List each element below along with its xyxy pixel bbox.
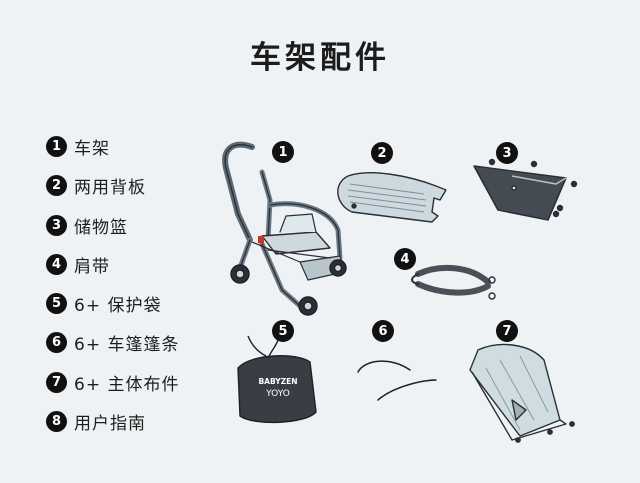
legend-item-canopy-rods: 6 6+ 车篷篷条: [46, 330, 179, 355]
legend-number-badge: 8: [46, 411, 67, 433]
legend-label: 车架: [74, 139, 110, 159]
legend-number-badge: 6: [46, 332, 67, 354]
page-title: 车架配件: [250, 40, 390, 76]
legend-number-badge: 4: [46, 253, 67, 275]
legend-item-bag: 5 6+ 保护袋: [46, 291, 179, 316]
badge-bag: 5: [272, 320, 294, 342]
bag-brand-text: BABYZEN: [258, 377, 297, 386]
protective-bag-drawing: BABYZEN YOYO: [237, 335, 317, 424]
badge-canopy-rods: 6: [372, 320, 394, 342]
seat-fabric-drawing: [469, 343, 575, 443]
legend-item-strap: 4 肩带: [46, 252, 179, 277]
legend-item-basket: 3 储物篮: [46, 213, 179, 238]
legend-label: 用户指南: [74, 414, 146, 435]
badge-strap: 4: [394, 248, 416, 270]
legend-number-badge: 5: [46, 293, 67, 315]
legend-item-manual: 8 用户指南: [46, 409, 179, 434]
badge-backrest: 2: [371, 142, 393, 164]
legend-label: 6+ 保护袋: [74, 296, 162, 317]
legend-item-backrest: 2 两用背板: [46, 173, 179, 198]
storage-basket-drawing: [473, 158, 578, 221]
legend-number-badge: 7: [46, 371, 67, 393]
badge-basket: 3: [496, 142, 518, 164]
legend-number-badge: 1: [46, 136, 67, 157]
canopy-rods-drawing: [357, 360, 437, 401]
legend-item-frame: 1 车架: [46, 134, 179, 159]
legend-label: 储物篮: [74, 217, 128, 238]
stroller-wheels: [230, 259, 347, 316]
legend-number-badge: 3: [46, 214, 67, 236]
parts-legend: 1 车架 2 两用背板 3 储物篮 4 肩带 5 6+ 保护袋 6 6+ 车篷篷…: [46, 134, 179, 448]
stroller-frame-drawing: [222, 141, 345, 309]
legend-number-badge: 2: [46, 175, 67, 197]
legend-item-fabric: 7 6+ 主体布件: [46, 370, 179, 395]
badge-frame: 1: [272, 141, 294, 163]
badge-fabric: 7: [496, 320, 518, 342]
legend-label: 6+ 车篷篷条: [74, 335, 180, 356]
legend-label: 6+ 主体布件: [74, 374, 180, 395]
bag-model-text: YOYO: [265, 389, 290, 399]
shoulder-strap-drawing: [411, 264, 496, 300]
backrest-board-drawing: [337, 172, 447, 223]
legend-label: 肩带: [74, 256, 110, 277]
legend-label: 两用背板: [74, 178, 146, 199]
